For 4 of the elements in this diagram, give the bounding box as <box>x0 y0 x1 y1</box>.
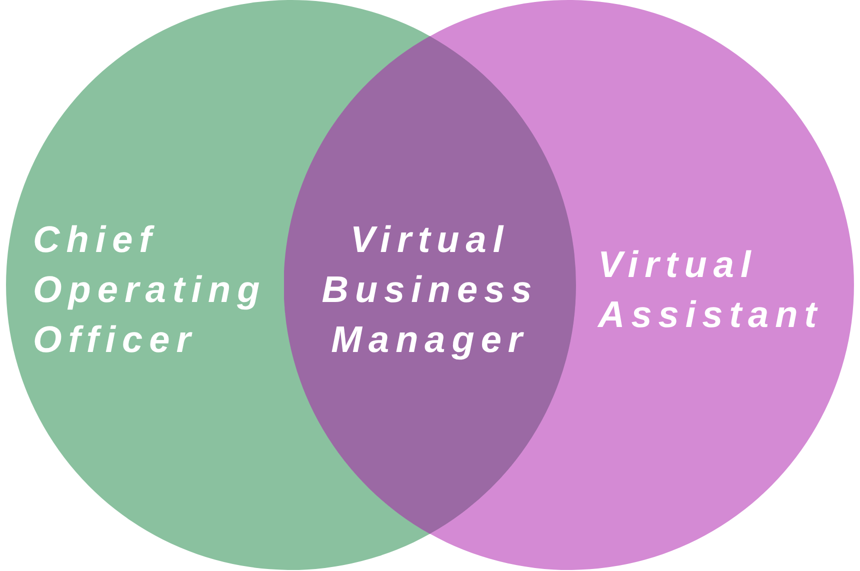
region-label: Chief Operating Officer <box>33 218 266 362</box>
overlap-label: Virtual Business Manager <box>322 218 538 362</box>
overlap-region <box>284 36 576 534</box>
region-label: Virtual Assistant <box>598 243 824 337</box>
